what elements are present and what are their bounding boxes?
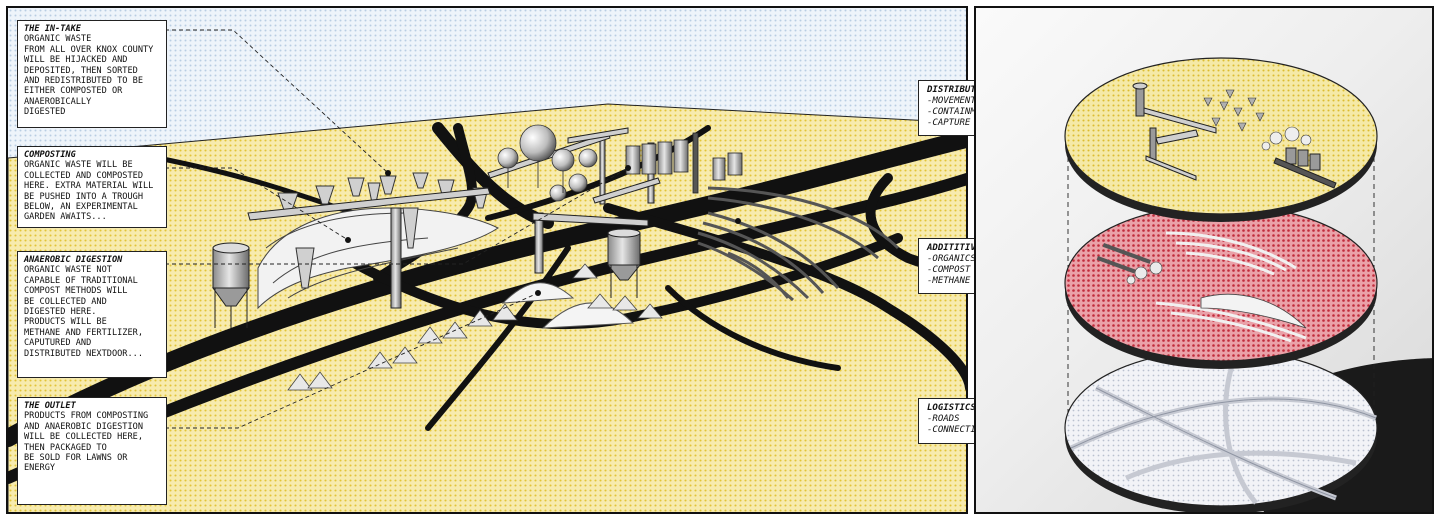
- site-perspective-panel: THE IN-TAKE ORGANIC WASTE FROM ALL OVER …: [6, 6, 968, 514]
- layer-item: -MOVEMENT: [927, 96, 976, 106]
- callout-title: THE OUTLET: [24, 401, 76, 411]
- disc-distributions: [1064, 57, 1378, 222]
- disc-additives: [1064, 204, 1378, 369]
- anaerobic-silo: [212, 242, 250, 328]
- exploded-axonometric: [1064, 57, 1432, 512]
- composting-shells: [257, 207, 499, 310]
- callout-title: THE IN-TAKE: [24, 24, 81, 34]
- callout-composting: COMPOSTING ORGANIC WASTE WILL BE COLLECT…: [17, 146, 167, 228]
- layer-guides: [1067, 148, 1375, 433]
- layer-title: LOGISTICS: [927, 403, 976, 413]
- callout-body: ORGANIC WASTE NOT CAPABLE OF TRADITIONAL…: [24, 265, 143, 359]
- callout-anaerobic: ANAEROBIC DIGESTION ORGANIC WASTE NOT CA…: [17, 251, 167, 378]
- callout-leaders: [165, 29, 741, 429]
- callout-body: PRODUCTS FROM COMPOSTING AND ANAEROBIC D…: [24, 411, 149, 474]
- layer-title: ADDITITIVES: [927, 243, 987, 253]
- callout-outlet: THE OUTLET PRODUCTS FROM COMPOSTING AND …: [17, 397, 167, 505]
- layer-item: -CONNECTIONS: [927, 425, 993, 435]
- disc-logistics: [1064, 349, 1378, 512]
- garden-troughs: [697, 186, 900, 302]
- digester-spheres: [497, 124, 598, 202]
- layer-title: DISTRIBUTIONS: [927, 85, 998, 95]
- site-illustration: [8, 8, 966, 512]
- layer-item: -ROADS: [927, 414, 960, 424]
- callout-intake: THE IN-TAKE ORGANIC WASTE FROM ALL OVER …: [17, 20, 167, 128]
- outlet-silo: [606, 228, 642, 298]
- callout-title: COMPOSTING: [24, 150, 76, 160]
- layer-item: -COMPOST: [927, 265, 971, 275]
- callout-body: ORGANIC WASTE FROM ALL OVER KNOX COUNTY …: [24, 34, 154, 118]
- layer-item: -METHANE: [927, 276, 971, 286]
- callout-body: ORGANIC WASTE WILL BE COLLECTED AND COMP…: [24, 160, 154, 223]
- exploded-layers-panel: [974, 6, 1434, 514]
- callout-title: ANAEROBIC DIGESTION: [24, 255, 123, 265]
- layer-item: -ORGANICS: [927, 254, 976, 264]
- layer-item: -CAPTURE: [927, 118, 971, 128]
- layer-item: -CONTAINMENT: [927, 107, 993, 117]
